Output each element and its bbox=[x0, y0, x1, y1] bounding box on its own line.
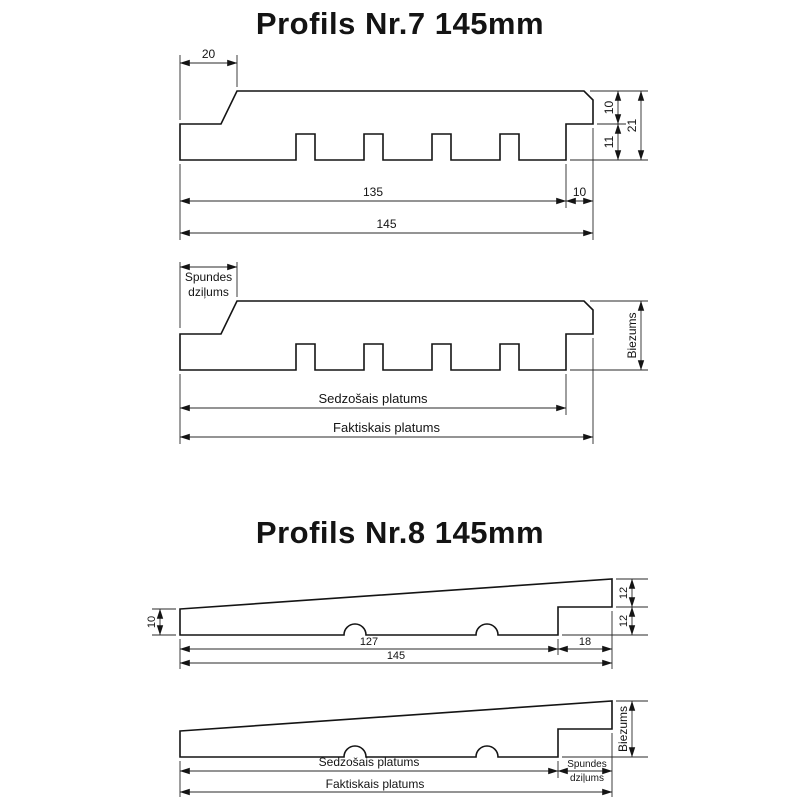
dim-covering-width-label: 135 bbox=[363, 185, 383, 199]
profile8-outline bbox=[179, 700, 613, 758]
label-tongue-depth-line2: dziļums bbox=[570, 773, 604, 784]
dim-overhang-height-label: 10 bbox=[602, 101, 616, 115]
profile7-dimensioned-drawing: 20 10 11 21 135 10 145 bbox=[179, 47, 648, 240]
profile7-outline bbox=[179, 90, 594, 161]
dim-upper-step-label: 12 bbox=[618, 587, 630, 599]
profile7-outline bbox=[179, 300, 594, 371]
profile8-title: Profils Nr.8 145mm bbox=[256, 515, 544, 550]
label-tongue-depth-line1: Spundes bbox=[185, 270, 232, 284]
dim-total-thickness-label: 21 bbox=[625, 119, 639, 133]
dim-notch-height-label: 11 bbox=[602, 135, 616, 148]
label-covering-width: Sedzošais platums bbox=[319, 755, 420, 769]
profile7-title: Profils Nr.7 145mm bbox=[256, 6, 544, 41]
label-thickness: Biezums bbox=[616, 706, 630, 752]
profile7-section: Profils Nr.7 145mm 20 10 11 21 135 10 14… bbox=[179, 6, 648, 444]
dim-lower-step-label: 12 bbox=[618, 615, 630, 627]
label-thickness: Biezums bbox=[625, 312, 639, 358]
profile8-dimensioned-drawing: 10 12 12 127 18 145 bbox=[146, 578, 648, 669]
label-covering-width: Sedzošais platums bbox=[318, 391, 428, 406]
label-tongue-depth-line2: dziļums bbox=[188, 285, 229, 299]
dim-left-thickness-label: 10 bbox=[146, 616, 158, 628]
label-tongue-depth-line1: Spundes bbox=[567, 759, 606, 770]
profile8-section: Profils Nr.8 145mm 10 12 12 127 18 145 bbox=[146, 515, 648, 797]
profile8-labeled-drawing: Biezums Sedzošais platums Spundes dziļum… bbox=[179, 700, 648, 797]
dim-covering-width-label: 127 bbox=[360, 636, 378, 648]
profile7-labeled-drawing: Spundes dziļums Biezums Sedzošais platum… bbox=[179, 262, 648, 444]
dim-total-width-label: 145 bbox=[376, 217, 396, 231]
dim-total-width-label: 145 bbox=[387, 650, 405, 662]
label-total-width: Faktiskais platums bbox=[326, 777, 425, 791]
dim-notch-width-label: 10 bbox=[573, 185, 587, 199]
profile8-outline bbox=[179, 578, 613, 636]
label-total-width: Faktiskais platums bbox=[333, 420, 440, 435]
dim-notch-width-label: 18 bbox=[579, 636, 591, 648]
dim-tongue-width-label: 20 bbox=[202, 47, 216, 61]
